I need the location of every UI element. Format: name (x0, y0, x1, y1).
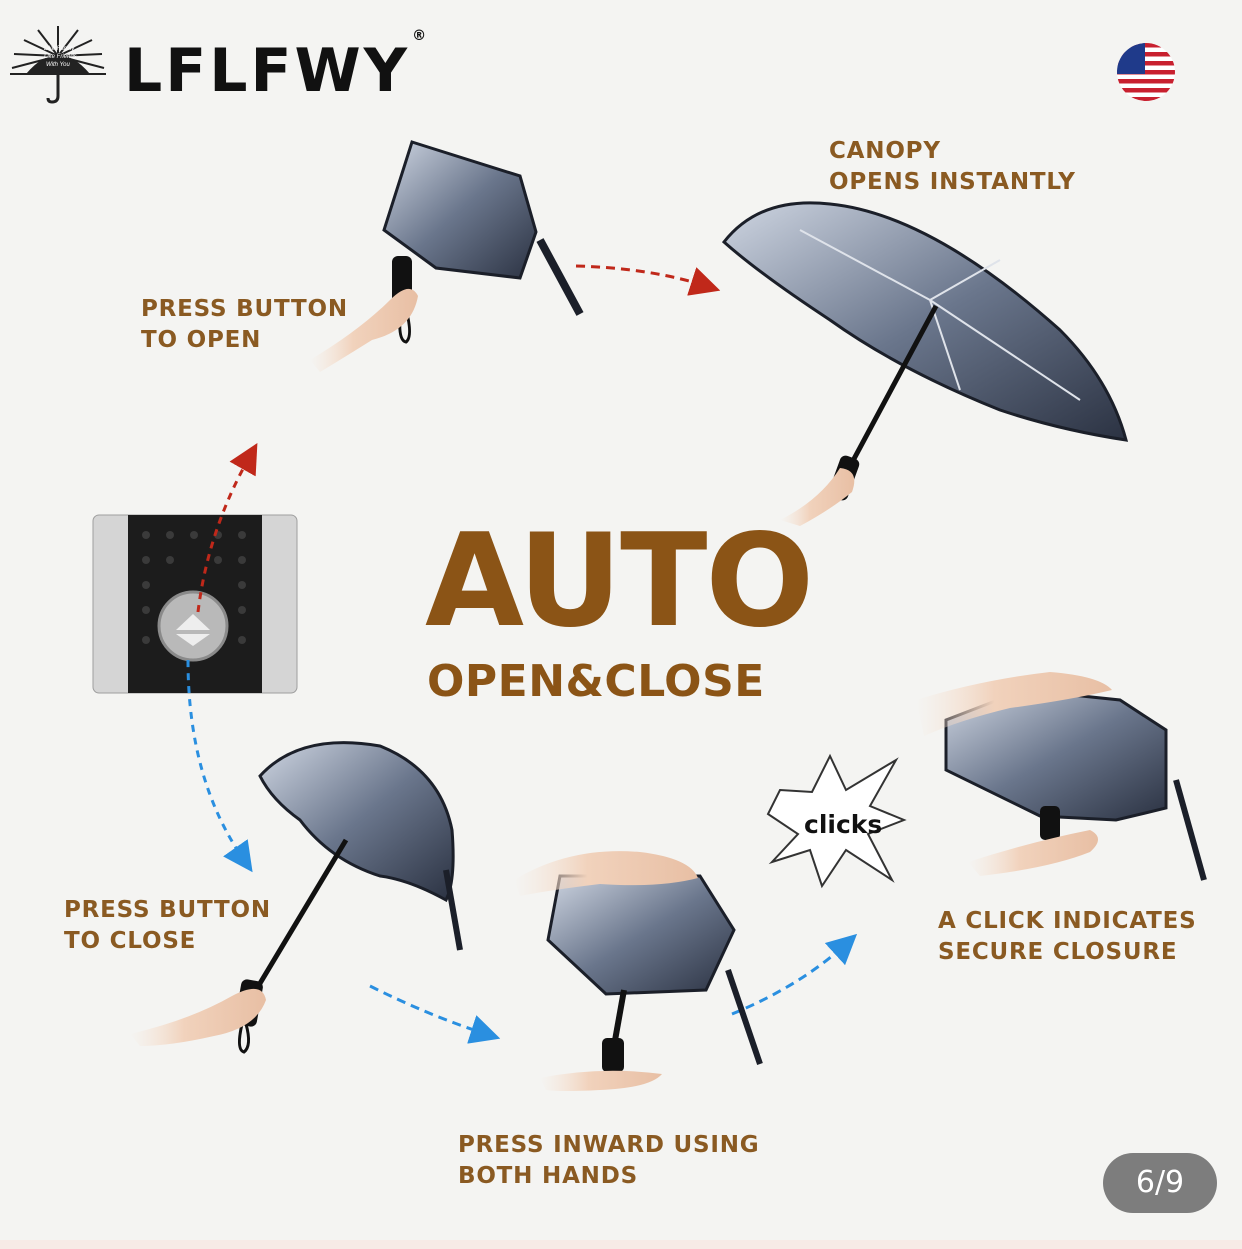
umbrella-closing-step (130, 741, 463, 1054)
label-line: PRESS INWARD USING (458, 1132, 760, 1158)
label-line: TO CLOSE (64, 928, 197, 954)
brand-text: LFLFWY (124, 36, 411, 106)
registered-mark: ® (412, 28, 427, 44)
button-closeup-inset (92, 514, 298, 694)
headline-open-close: OPEN&CLOSE (427, 656, 765, 707)
arrow-to-click (731, 933, 858, 1016)
label-canopy-opens: CANOPY OPENS INSTANTLY (829, 136, 1076, 198)
label-click-indicates: A CLICK INDICATES SECURE CLOSURE (938, 906, 1197, 968)
label-line: SECURE CLOSURE (938, 939, 1178, 965)
headline-auto: AUTO (425, 507, 814, 656)
logo-text-3: With You (46, 62, 70, 68)
label-line: A CLICK INDICATES (938, 908, 1197, 934)
bottom-strip (0, 1240, 1242, 1249)
label-line: PRESS BUTTON (141, 296, 348, 322)
image-pager-counter[interactable]: 6/9 (1103, 1153, 1217, 1213)
arrow-up-from-button (196, 442, 258, 613)
burst-text: clicks (804, 810, 883, 839)
arrow-to-canopy (575, 264, 721, 296)
arrow-down-from-button (186, 659, 253, 873)
label-line: OPENS INSTANTLY (829, 169, 1076, 195)
label-line: TO OPEN (141, 327, 262, 353)
open-umbrella-canopy (721, 201, 1129, 526)
logo-text-1: Like Family (44, 46, 75, 52)
umbrella-secure-closure-step (916, 672, 1207, 881)
umbrella-sun-logo-icon (10, 26, 106, 104)
label-press-button-to-close: PRESS BUTTON TO CLOSE (64, 895, 271, 957)
label-press-button-to-open: PRESS BUTTON TO OPEN (141, 294, 348, 356)
label-line: CANOPY (829, 138, 941, 164)
label-press-inward: PRESS INWARD USING BOTH HANDS (458, 1130, 759, 1192)
us-flag-icon (1117, 43, 1175, 101)
clicks-burst-icon (766, 753, 907, 889)
arrow-to-press-inward (369, 984, 501, 1044)
logo-text-2: Like Friends (44, 54, 77, 60)
brand-name: LFLFWY® (124, 28, 426, 106)
label-line: BOTH HANDS (458, 1163, 638, 1189)
label-line: PRESS BUTTON (64, 897, 271, 923)
brand-logo: Like Family Like Friends With You (8, 22, 108, 106)
folded-umbrella-open-step (310, 140, 584, 372)
umbrella-press-inward-step (514, 851, 763, 1091)
